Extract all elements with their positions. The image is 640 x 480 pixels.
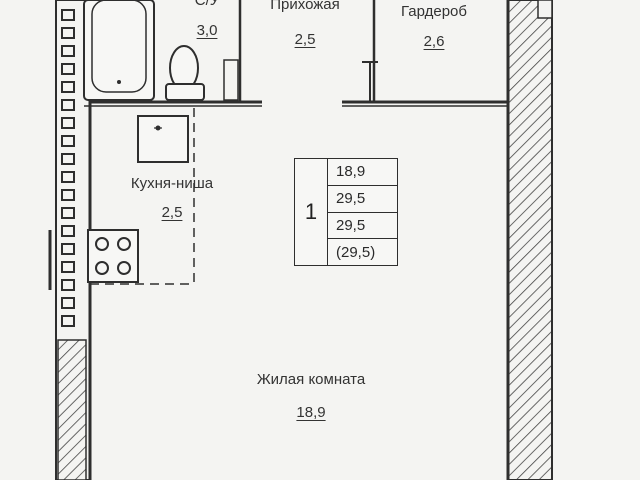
kitchen-sink	[137, 115, 189, 163]
summary-living-area: 18,9	[328, 159, 397, 186]
summary-total-area: 29,5	[328, 186, 397, 213]
left-wall-hatch	[57, 339, 87, 480]
kitchen-label: Кухня-ниша	[130, 175, 214, 192]
living-room-area: 18,9	[296, 404, 326, 421]
area-summary-table: 1 18,9 29,5 29,5 (29,5)	[294, 158, 398, 266]
bathroom-area: 3,0	[196, 22, 218, 39]
summary-area-with-balcony: 29,5	[328, 213, 397, 240]
toilet	[165, 45, 205, 101]
wardrobe-area: 2,6	[423, 33, 445, 50]
kitchen-stove	[87, 229, 139, 283]
wardrobe-label: Гардероб	[401, 3, 467, 20]
hallway-label: Прихожая	[270, 0, 340, 13]
rooms-count: 1	[295, 159, 328, 265]
bathtub	[83, 0, 155, 101]
hallway-area: 2,5	[294, 31, 316, 48]
right-exterior-wall	[507, 0, 553, 480]
left-window	[61, 9, 75, 327]
summary-reduced-area: (29,5)	[336, 243, 376, 261]
kitchen-area: 2,5	[161, 204, 183, 221]
bathroom-label: С/У	[194, 0, 220, 9]
living-room-label: Жилая комната	[256, 371, 366, 388]
